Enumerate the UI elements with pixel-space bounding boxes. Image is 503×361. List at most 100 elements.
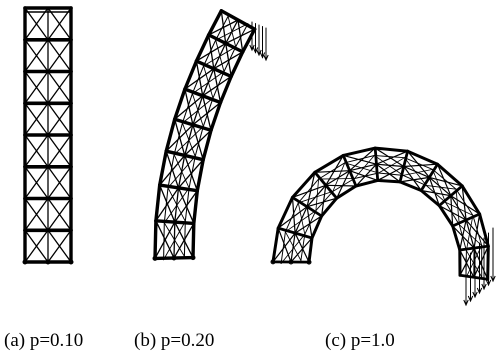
truss-diagonal — [181, 122, 196, 157]
truss-diagonal — [277, 227, 292, 263]
truss-diagonal — [407, 150, 430, 178]
truss-rung — [157, 183, 200, 193]
support-node — [288, 259, 294, 265]
truss-diagonal — [203, 46, 237, 67]
arrowhead — [485, 279, 492, 287]
arrowhead — [490, 275, 496, 283]
truss-diagonal — [473, 213, 481, 249]
arrowhead — [263, 54, 269, 62]
truss-chord-right — [313, 153, 345, 174]
truss-chord-right — [157, 149, 168, 187]
truss-diagonal — [465, 214, 474, 252]
truss-diagonal — [436, 163, 452, 197]
truss-diagonal — [375, 163, 401, 183]
truss-diagonal — [24, 39, 49, 73]
truss-diagonal — [321, 184, 327, 217]
truss-rung — [276, 226, 314, 240]
truss-chord-right — [153, 219, 158, 261]
truss-rung — [458, 273, 490, 281]
truss-rung — [183, 87, 223, 105]
truss-chord-back — [304, 210, 317, 235]
truss-diagonal — [215, 23, 249, 41]
truss-chord-right — [436, 162, 464, 188]
truss-column-arched — [270, 146, 490, 281]
truss-diagonal — [24, 197, 49, 231]
truss-diagonal — [272, 232, 296, 263]
caption-panel-b: (b) p=0.20 — [134, 330, 215, 351]
truss-chord-back — [297, 178, 320, 204]
truss-rung — [373, 146, 380, 182]
truss-chord-right — [276, 195, 294, 230]
truss-chord-left — [218, 74, 233, 105]
truss-chord-back — [181, 93, 193, 124]
truss-chord-back — [212, 71, 225, 99]
truss-diagonal — [404, 157, 427, 186]
truss-chord-back — [318, 162, 346, 180]
truss-diagonal — [280, 233, 306, 264]
truss-diagonal — [355, 163, 377, 187]
truss-chord-right — [194, 33, 211, 63]
arrowhead — [463, 299, 469, 307]
truss-diagonal — [399, 176, 430, 183]
truss-diagonal — [24, 70, 49, 104]
truss-diagonal — [306, 197, 338, 208]
truss-diagonal — [465, 219, 489, 247]
truss-diagonal — [155, 220, 175, 259]
arrowhead — [476, 287, 483, 295]
truss-chord-back — [194, 125, 204, 157]
truss-diagonal — [294, 232, 310, 263]
truss-chord-left — [320, 196, 339, 218]
truss-diagonal — [208, 34, 215, 70]
truss-chord-back — [344, 155, 375, 164]
truss-chord-left — [419, 189, 441, 208]
truss-diagonal — [402, 168, 434, 176]
arrowhead — [256, 49, 262, 57]
truss-diagonal — [173, 125, 204, 156]
truss-chord-left — [240, 27, 257, 54]
truss-diagonal — [277, 206, 308, 229]
truss-diagonal — [163, 222, 185, 257]
arrowhead — [249, 44, 255, 52]
truss-chord-back — [432, 168, 457, 190]
truss-chord-back — [215, 15, 229, 41]
truss-chord-back — [472, 214, 483, 246]
truss-chord-back — [163, 187, 169, 224]
truss-chord-left — [307, 236, 314, 264]
truss-diagonal — [163, 187, 190, 224]
truss-diagonal — [336, 170, 351, 199]
support-node — [152, 255, 158, 261]
truss-chord-middle — [306, 184, 327, 208]
truss-chord-back — [167, 154, 175, 189]
truss-chord-left — [209, 100, 223, 133]
arrowhead — [259, 52, 266, 59]
truss-chord-left — [195, 157, 205, 193]
truss-chord-back — [184, 187, 190, 222]
truss-column-straight — [22, 6, 74, 265]
truss-diagonal — [173, 154, 190, 189]
truss-diagonal — [47, 70, 72, 104]
truss-chord-back — [425, 184, 446, 203]
truss-chord-back — [332, 178, 355, 192]
truss-chord-back — [458, 224, 467, 252]
truss-chord-left — [229, 50, 245, 79]
support-node — [45, 259, 51, 265]
truss-chord-right — [460, 184, 482, 216]
truss-diagonal — [195, 60, 204, 97]
truss-diagonal — [459, 219, 467, 251]
truss-chord-left — [335, 184, 358, 200]
truss-chord-right — [271, 226, 280, 264]
truss-chord-back — [455, 188, 474, 216]
truss-chord-left — [354, 178, 380, 188]
load-arrows-c — [463, 227, 496, 307]
caption-panel-c: (c) p=1.0 — [325, 330, 395, 351]
truss-diagonal — [159, 184, 176, 223]
truss-diagonal — [291, 184, 327, 198]
truss-chord-back — [280, 231, 286, 264]
truss-chord-back — [315, 190, 334, 212]
support-node — [270, 259, 276, 265]
truss-chord-back — [402, 174, 427, 186]
truss-column-bent — [152, 9, 257, 261]
truss-chord-middle — [465, 219, 475, 249]
truss-diagonal — [284, 231, 302, 261]
